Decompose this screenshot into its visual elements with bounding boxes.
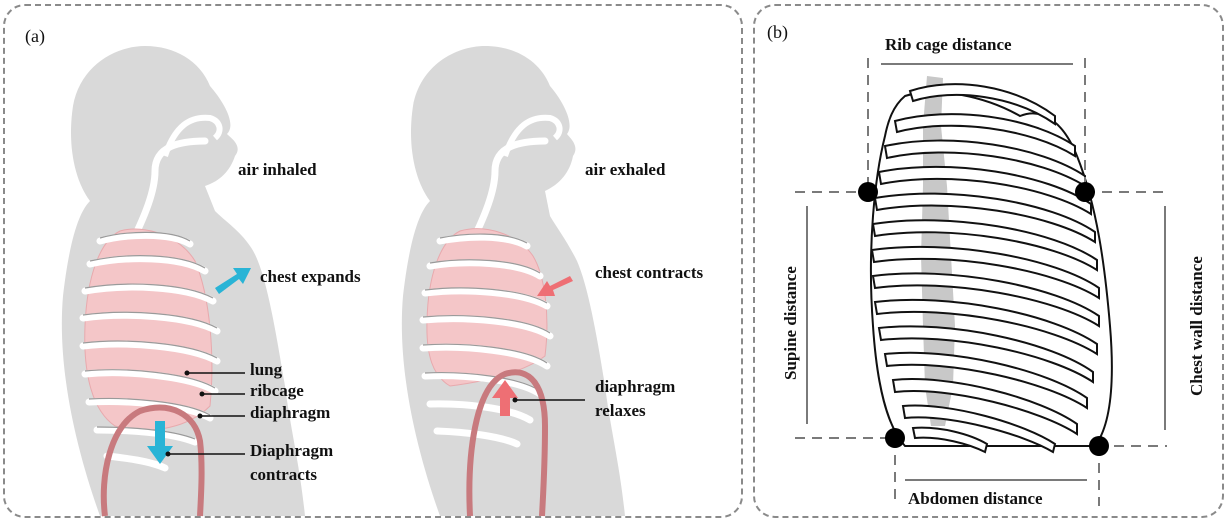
chest-wall-distance-label: Chest wall distance bbox=[1187, 236, 1207, 396]
lung-label: lung bbox=[250, 361, 282, 380]
abdomen-distance-label: Abdomen distance bbox=[908, 490, 1043, 509]
supine-distance-label: Supine distance bbox=[781, 248, 801, 380]
ribcage-measurement-illustration bbox=[755, 6, 1226, 520]
rib-cage-distance-label: Rib cage distance bbox=[885, 36, 1012, 55]
diaphragm-contracts-label-line1: Diaphragm bbox=[250, 442, 333, 461]
ribs bbox=[872, 84, 1099, 452]
exhale-figure bbox=[402, 46, 625, 516]
panel-a-breathing-diagram: (a) bbox=[3, 4, 743, 518]
exhale-leader-dot bbox=[513, 398, 518, 403]
air-exhaled-label: air exhaled bbox=[585, 161, 665, 180]
chest-contracts-label: chest contracts bbox=[595, 264, 703, 283]
air-inhaled-label: air inhaled bbox=[238, 161, 317, 180]
diaphragm-contracts-label-line2: contracts bbox=[250, 466, 317, 485]
diaphragm-relaxes-label-line2: relaxes bbox=[595, 402, 646, 421]
exhale-lung bbox=[427, 229, 547, 386]
chest-expands-label: chest expands bbox=[260, 268, 361, 287]
panel-b-ribcage-measurements: (b) bbox=[753, 4, 1224, 518]
ribcage-label: ribcage bbox=[250, 382, 304, 401]
diaphragm-label: diaphragm bbox=[250, 404, 330, 423]
diaphragm-relaxes-label-line1: diaphragm bbox=[595, 378, 675, 397]
